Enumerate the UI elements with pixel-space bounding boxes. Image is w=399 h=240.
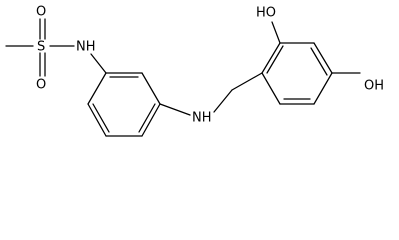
bond-ring2-left-top-inner [266, 45, 284, 74]
atom-label-hydroxyl-top: HO [256, 6, 276, 21]
bond-amine-ch2 [213, 89, 233, 113]
bond-ring1-upper-left [87, 72, 107, 105]
bond-ring1-lower-right [141, 103, 161, 137]
bond-ring2-right-bottom [313, 72, 333, 105]
atom-label-sulfonamide-nh: NH [76, 40, 96, 55]
bond-ring2-right-top-inner [310, 47, 328, 76]
bond-nh-ring1 [90, 53, 107, 74]
bond-ring2-left-top [261, 42, 281, 74]
chemical-structure-diagram: S O O NH NH HO OH [5, 5, 384, 137]
bond-ring2-right-top [313, 42, 333, 74]
bond-ring1-lower-right-inner [138, 103, 156, 133]
atom-label-oxygen-top: O [36, 5, 46, 20]
bond-ring1-lower-left-inner [92, 103, 110, 133]
bond-ring1-lower-left [87, 103, 107, 137]
bond-ring1-amine [159, 103, 191, 116]
atom-label-oxygen-bottom: O [36, 78, 46, 93]
atom-label-amine-nh: NH [192, 111, 212, 126]
bonds-group [5, 18, 361, 137]
bond-ch2-ring2 [231, 72, 263, 91]
atom-labels-group: S O O NH NH HO OH [36, 5, 384, 126]
bond-ring1-upper-right [141, 72, 161, 105]
structure-canvas: S O O NH NH HO OH [5, 5, 384, 137]
bond-ring2-left-bottom [261, 72, 281, 105]
atom-label-sulfur: S [37, 40, 45, 55]
atom-label-hydroxyl-right: OH [364, 79, 384, 94]
bond-ring2-hydroxyl-top [271, 21, 281, 44]
